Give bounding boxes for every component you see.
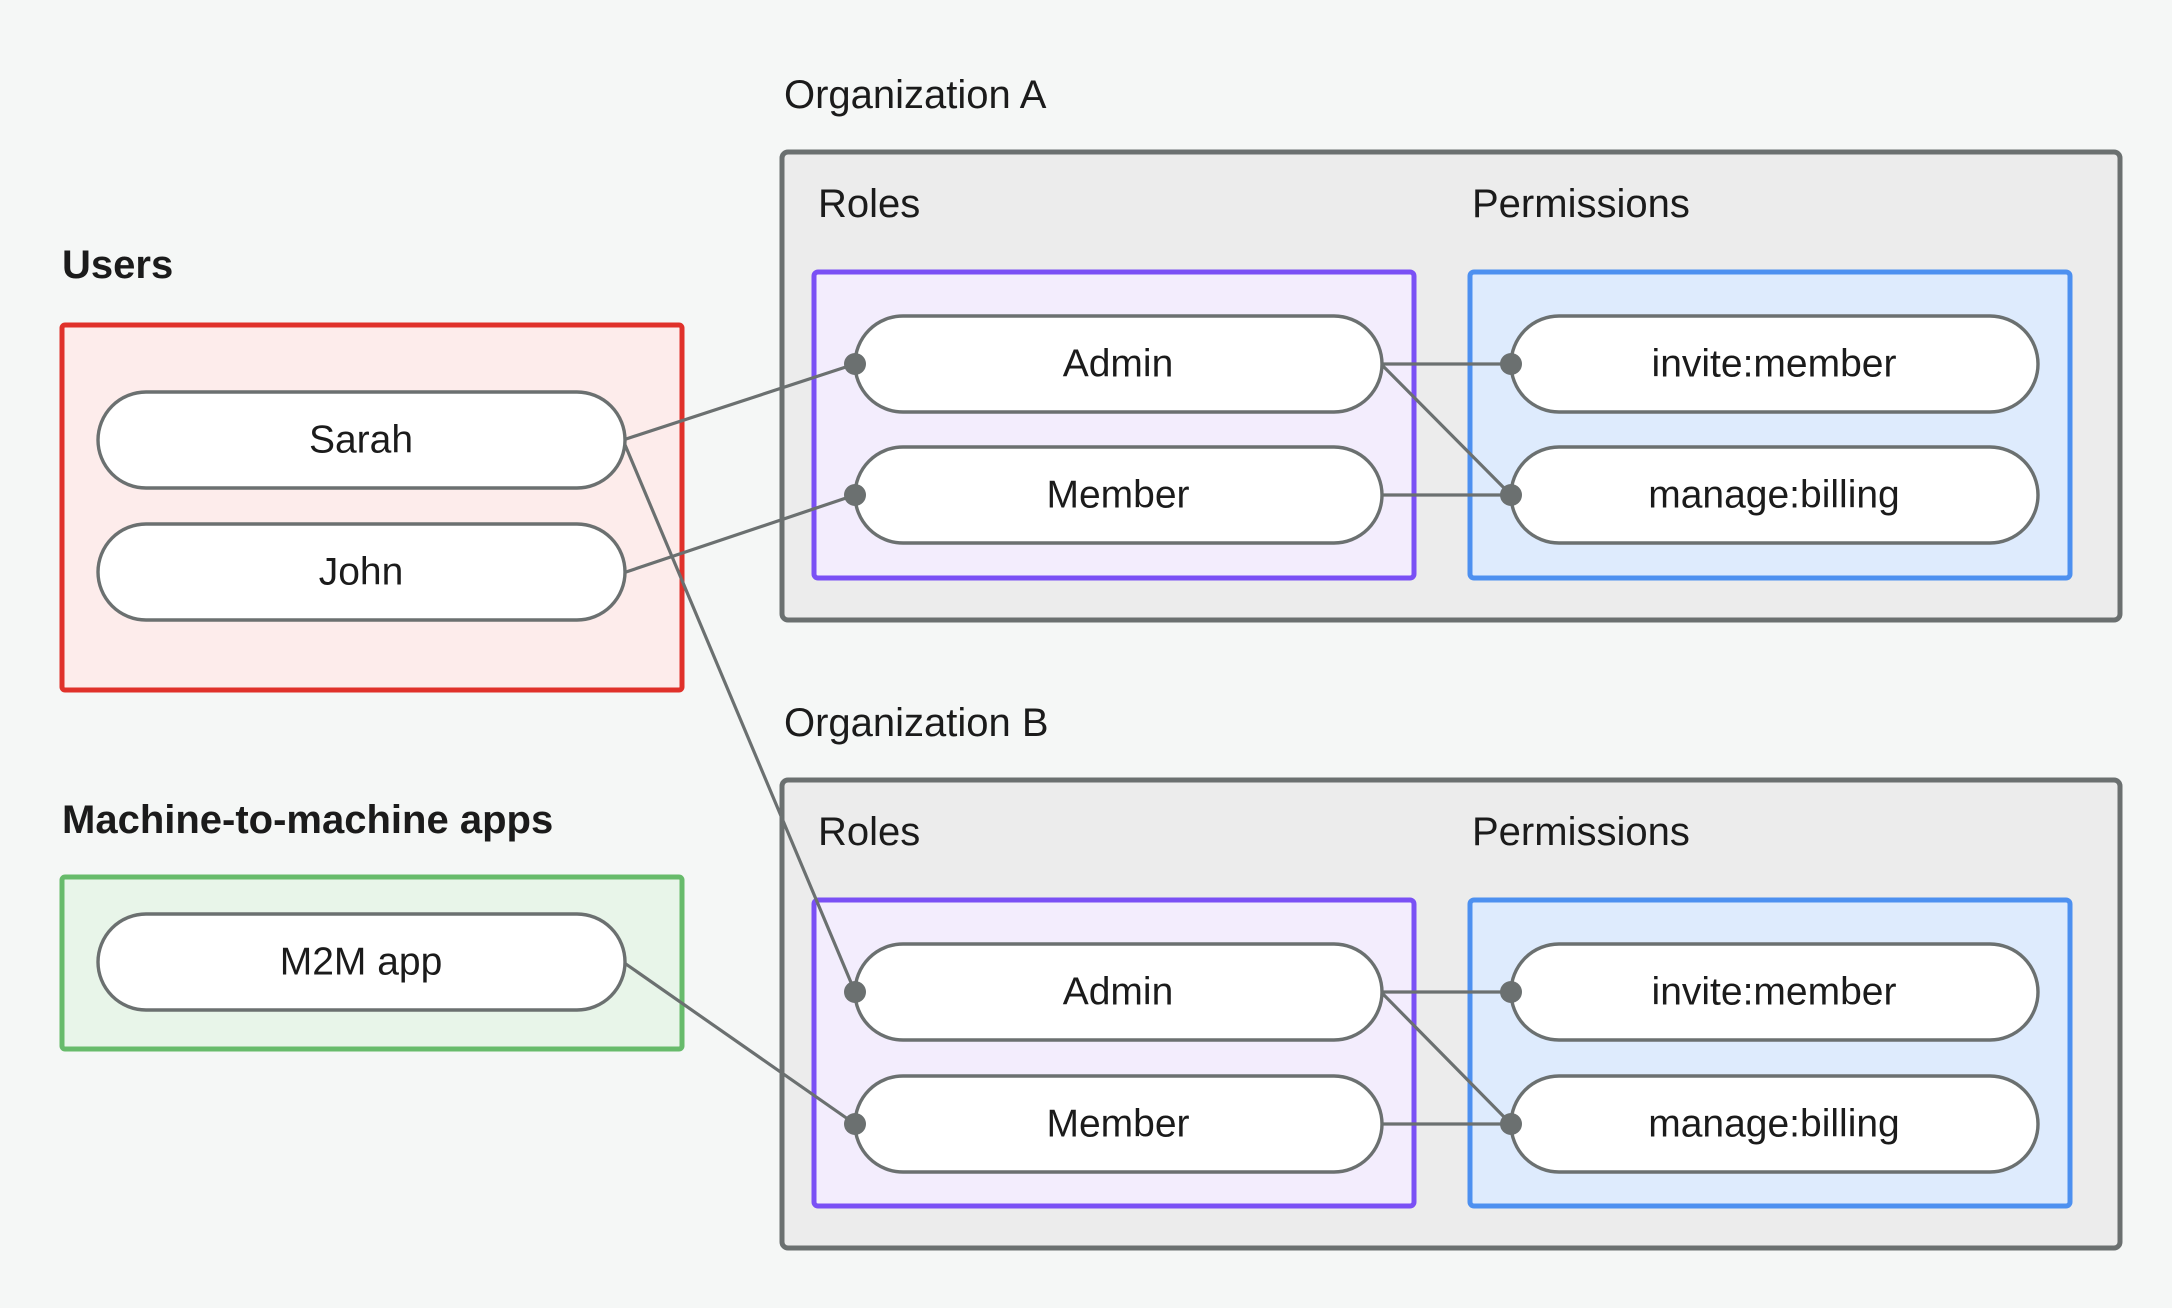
edge-john-member-a bbox=[622, 493, 856, 575]
dot-manage-billing-a-in bbox=[1500, 484, 1522, 506]
invite-member-a-label: invite:member bbox=[1652, 342, 1897, 385]
org-b-permissions-title: Permissions bbox=[1472, 810, 1690, 854]
sarah-pill[interactable] bbox=[96, 390, 627, 490]
m2m-app-label: M2M app bbox=[280, 940, 443, 983]
edge-admin-b-manage-billing bbox=[1379, 990, 1513, 1126]
users-container bbox=[59, 322, 685, 693]
manage-billing-a-label: manage:billing bbox=[1648, 473, 1900, 516]
node-john[interactable]: John bbox=[96, 522, 627, 622]
admin-b-label: Admin bbox=[1063, 970, 1174, 1013]
node-manage-billing-a[interactable]: manage:billing bbox=[1509, 445, 2040, 545]
edge-admin-a-manage-billing bbox=[1379, 362, 1513, 497]
john-label: John bbox=[319, 550, 404, 593]
sarah-label: Sarah bbox=[309, 418, 413, 461]
m2m-title: Machine-to-machine apps bbox=[62, 798, 553, 842]
m2m-app-pill[interactable] bbox=[96, 912, 627, 1012]
dot-manage-billing-b-in bbox=[1500, 1113, 1522, 1135]
org-a-permissions-title: Permissions bbox=[1472, 182, 1690, 226]
organization-b-title: Organization B bbox=[784, 701, 1049, 745]
edge-m2m-member-b bbox=[622, 960, 856, 1126]
org-a-roles-title: Roles bbox=[818, 182, 920, 226]
node-admin-b[interactable]: Admin bbox=[853, 942, 1384, 1042]
member-b-label: Member bbox=[1046, 1102, 1189, 1145]
org-b-roles-title: Roles bbox=[818, 810, 920, 854]
dot-admin-b-in bbox=[844, 981, 866, 1003]
dot-member-b-in bbox=[844, 1113, 866, 1135]
node-manage-billing-b[interactable]: manage:billing bbox=[1509, 1074, 2040, 1174]
edge-sarah-admin-b bbox=[621, 439, 857, 993]
edge-layer bbox=[621, 362, 1513, 1126]
dot-admin-a-in bbox=[844, 353, 866, 375]
edge-sarah-admin-a bbox=[622, 362, 856, 442]
node-member-a[interactable]: Member bbox=[853, 445, 1384, 545]
node-invite-member-a[interactable]: invite:member bbox=[1509, 314, 2040, 414]
john-pill[interactable] bbox=[96, 522, 627, 622]
invite-member-b-label: invite:member bbox=[1652, 970, 1897, 1013]
admin-a-label: Admin bbox=[1063, 342, 1174, 385]
edge-endpoint-dots bbox=[844, 353, 1522, 1135]
node-admin-a[interactable]: Admin bbox=[853, 314, 1384, 414]
member-a-label: Member bbox=[1046, 473, 1189, 516]
node-m2m-app[interactable]: M2M app bbox=[96, 912, 627, 1012]
node-member-b[interactable]: Member bbox=[853, 1074, 1384, 1174]
node-invite-member-b[interactable]: invite:member bbox=[1509, 942, 2040, 1042]
dot-member-a-in bbox=[844, 484, 866, 506]
users-title: Users bbox=[62, 243, 173, 287]
dot-invite-member-b-in bbox=[1500, 981, 1522, 1003]
dot-invite-member-a-in bbox=[1500, 353, 1522, 375]
organization-a-title: Organization A bbox=[784, 73, 1047, 117]
node-sarah[interactable]: Sarah bbox=[96, 390, 627, 490]
manage-billing-b-label: manage:billing bbox=[1648, 1102, 1900, 1145]
